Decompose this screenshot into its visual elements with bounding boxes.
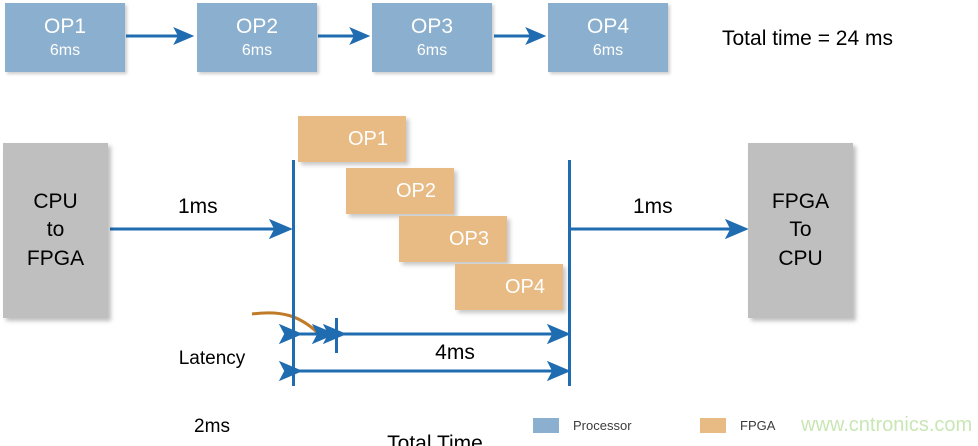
serial-op-duration-1: 6ms (49, 41, 81, 59)
fpga-to-cpu-line-2: To (789, 218, 812, 242)
pipeline-op-box-3: OP3 (399, 216, 507, 262)
serial-op-name-2: OP2 (235, 15, 279, 39)
serial-op-name-3: OP3 (410, 15, 454, 39)
serial-op-box-1: OP1 6ms (5, 3, 125, 72)
serial-op-name-1: OP1 (43, 15, 87, 39)
watermark: www.cntronics.com (801, 414, 973, 436)
fpga-to-cpu-block: FPGA To CPU (748, 143, 853, 318)
latency-label: Latency 2ms (168, 302, 256, 446)
transfer-in-label: 1ms (178, 195, 218, 218)
legend-item-processor: Processor (533, 418, 632, 433)
legend-swatch-fpga-icon (700, 418, 726, 433)
pipeline-total-time-line-1: Total Time (387, 432, 483, 446)
pipeline-total-time-label: Total Time 6ms (345, 381, 525, 446)
legend-label-fpga: FPGA (740, 418, 776, 433)
serial-op-box-3: OP3 6ms (372, 3, 492, 72)
legend-item-fpga: FPGA (700, 418, 775, 433)
cpu-to-fpga-line-1: CPU (33, 189, 78, 213)
legend-swatch-processor-icon (533, 418, 559, 433)
fpga-to-cpu-line-3: CPU (778, 246, 823, 270)
cpu-to-fpga-line-3: FPGA (26, 246, 85, 270)
serial-op-box-4: OP4 6ms (548, 3, 668, 72)
serial-total-time-label: Total time = 24 ms (722, 27, 893, 50)
pipeline-op-box-1: OP1 (298, 116, 406, 162)
pipeline-op-name-1: OP1 (347, 127, 388, 150)
latency-boundary-tick (335, 318, 338, 353)
cpu-to-fpga-line-2: to (46, 218, 65, 242)
pipeline-end-rule (568, 160, 571, 386)
pipeline-op-box-2: OP2 (346, 168, 454, 214)
transfer-out-label: 1ms (633, 195, 673, 218)
legend-label-processor: Processor (573, 418, 632, 433)
pipeline-op-name-4: OP4 (504, 275, 545, 298)
pipeline-op-box-4: OP4 (455, 264, 563, 310)
pipeline-op-name-3: OP3 (448, 227, 489, 250)
serial-op-name-4: OP4 (586, 15, 630, 39)
pipeline-start-rule (292, 160, 295, 386)
serial-op-box-2: OP2 6ms (197, 3, 317, 72)
latency-label-line-2: 2ms (194, 415, 230, 437)
cpu-to-fpga-block: CPU to FPGA (3, 143, 108, 318)
serial-op-duration-3: 6ms (416, 41, 448, 59)
latency-leader-curve (251, 311, 320, 335)
pipeline-op-name-2: OP2 (395, 179, 436, 202)
serial-op-duration-2: 6ms (241, 41, 273, 59)
serial-op-duration-4: 6ms (592, 41, 624, 59)
pipeline-span-label: 4ms (435, 341, 475, 364)
fpga-to-cpu-line-1: FPGA (771, 189, 830, 213)
latency-label-line-1: Latency (178, 347, 246, 369)
